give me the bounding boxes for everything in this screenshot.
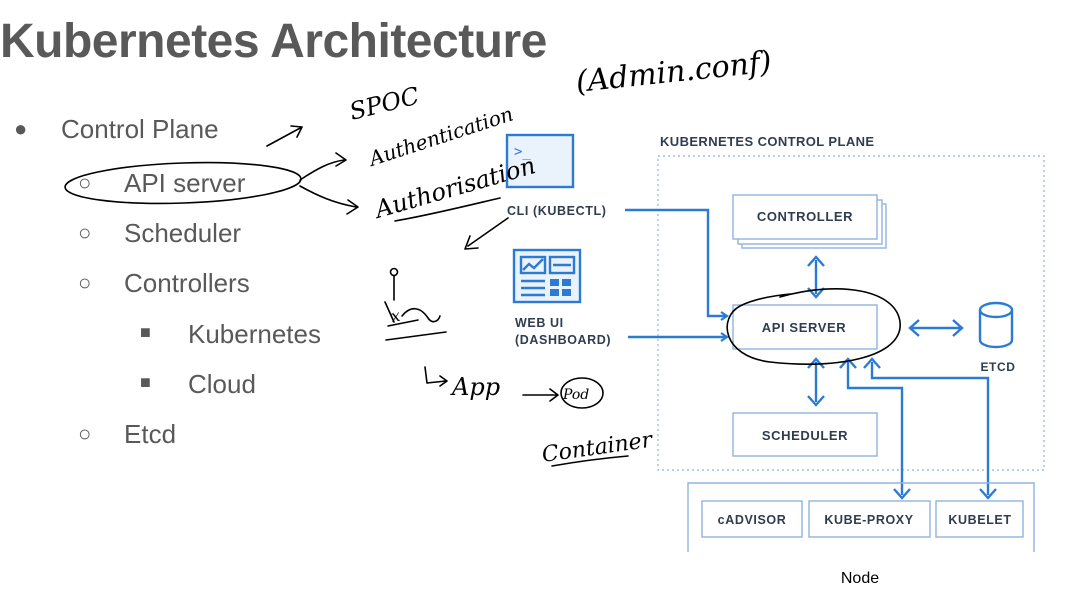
api-server-label: API SERVER [762, 320, 847, 335]
controller-label: CONTROLLER [757, 209, 853, 224]
cli-label: CLI (KUBECTL) [507, 204, 606, 218]
bullet-square-marker: ■ [140, 372, 151, 392]
bullet-disc-marker: ● [14, 116, 28, 141]
handwritten-admin-conf: (Admin.conf) [574, 45, 773, 100]
handwritten-annotations: (Admin.conf) SPOC Authentication Authori… [64, 45, 901, 468]
handwritten-spoc: SPOC [347, 82, 422, 126]
web-ui-label: WEB UI [515, 316, 564, 330]
etcd-database-icon [978, 301, 1014, 349]
bullet-circle-marker: ○ [78, 421, 92, 446]
cli-to-api-arrow [625, 208, 729, 321]
bullet-square-marker: ■ [140, 322, 151, 342]
web-ui-dashboard-label: (DASHBOARD) [515, 333, 611, 347]
node-region [687, 482, 1035, 552]
kubelet-label: KUBELET [948, 513, 1011, 527]
cadvisor-label: cADVISOR [718, 513, 787, 527]
bullet-api-server: API server [124, 168, 246, 198]
slide-title: Kubernetes Architecture [0, 15, 547, 68]
control-plane-label: KUBERNETES CONTROL PLANE [660, 134, 874, 149]
api-kubelet-link [870, 362, 990, 495]
kube-proxy-box [808, 500, 931, 538]
api-kubeproxy-link [846, 362, 904, 495]
controller-box [732, 194, 878, 240]
bullet-circle-marker: ○ [78, 220, 92, 245]
kube-proxy-label: KUBE-PROXY [824, 513, 913, 527]
handwritten-app: App [450, 373, 500, 401]
bullet-circle-marker: ○ [78, 270, 92, 295]
svg-text:>_: >_ [514, 144, 531, 160]
bullet-control-plane: Control Plane [61, 114, 219, 144]
kubelet-box [935, 500, 1024, 538]
handwritten-container: Container [540, 428, 655, 468]
bullet-etcd: Etcd [124, 419, 177, 449]
terminal-icon: >_ [505, 133, 575, 189]
cadvisor-box [701, 500, 803, 538]
svg-text:x: x [389, 306, 401, 326]
scheduler-label: SCHEDULER [762, 428, 848, 443]
node-caption: Node [841, 570, 879, 587]
bullet-cloud: Cloud [188, 369, 256, 399]
bullet-kubernetes: Kubernetes [188, 319, 321, 349]
handwritten-pod: Pod [562, 387, 589, 403]
etcd-label: ETCD [980, 360, 1015, 374]
api-server-box [732, 304, 878, 350]
scheduler-box [732, 412, 878, 457]
bullet-scheduler: Scheduler [124, 218, 242, 248]
bullet-controllers: Controllers [124, 268, 250, 298]
dashboard-icon [512, 248, 582, 304]
